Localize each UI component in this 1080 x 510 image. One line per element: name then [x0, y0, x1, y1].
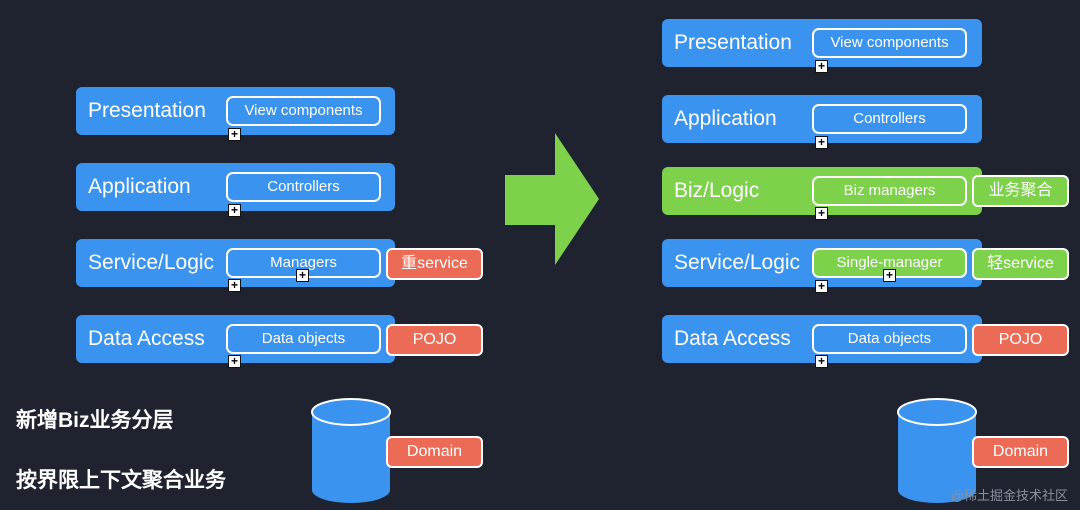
pojo-tag: POJO	[386, 324, 483, 356]
plus-icon: +	[296, 269, 309, 282]
heavy-service-tag: 重service	[386, 248, 483, 280]
right-layer-presentation: Presentation View components	[662, 19, 982, 67]
database-icon	[311, 398, 391, 503]
layer-title: Application	[88, 175, 191, 198]
plus-icon: +	[815, 60, 828, 73]
component-box: Biz managers	[812, 176, 967, 206]
plus-icon: +	[228, 355, 241, 368]
layer-title: Presentation	[674, 31, 792, 54]
right-layer-application: Application Controllers	[662, 95, 982, 143]
component-box: View components	[812, 28, 967, 58]
left-layer-application: Application Controllers	[76, 163, 395, 211]
pojo-tag: POJO	[972, 324, 1069, 356]
note-new-biz-layer: 新增Biz业务分层	[16, 409, 174, 432]
transform-arrow-icon	[505, 133, 599, 265]
plus-icon: +	[815, 207, 828, 220]
plus-icon: +	[815, 280, 828, 293]
layer-title: Data Access	[674, 327, 791, 350]
component-box: Data objects	[812, 324, 967, 354]
component-box: Controllers	[812, 104, 967, 134]
layer-title: Application	[674, 107, 777, 130]
light-service-tag: 轻service	[972, 248, 1069, 280]
layer-title: Biz/Logic	[674, 179, 760, 202]
layer-title: Data Access	[88, 327, 205, 350]
domain-tag: Domain	[972, 436, 1069, 468]
left-layer-service: Service/Logic Managers	[76, 239, 395, 287]
plus-icon: +	[228, 279, 241, 292]
plus-icon: +	[815, 355, 828, 368]
layer-title: Presentation	[88, 99, 206, 122]
note-bounded-context: 按界限上下文聚合业务	[16, 469, 226, 492]
component-box: View components	[226, 96, 381, 126]
watermark: @稀土掘金技术社区	[950, 488, 1068, 503]
domain-tag: Domain	[386, 436, 483, 468]
layer-title: Service/Logic	[674, 251, 801, 274]
plus-icon: +	[228, 204, 241, 217]
database-icon	[897, 398, 977, 503]
biz-aggregation-tag: 业务聚合	[972, 175, 1069, 207]
left-layer-presentation: Presentation View components	[76, 87, 395, 135]
plus-icon: +	[815, 136, 828, 149]
layer-title: Service/Logic	[88, 251, 215, 274]
plus-icon: +	[228, 128, 241, 141]
plus-icon: +	[883, 269, 896, 282]
component-box: Data objects	[226, 324, 381, 354]
component-box: Controllers	[226, 172, 381, 202]
